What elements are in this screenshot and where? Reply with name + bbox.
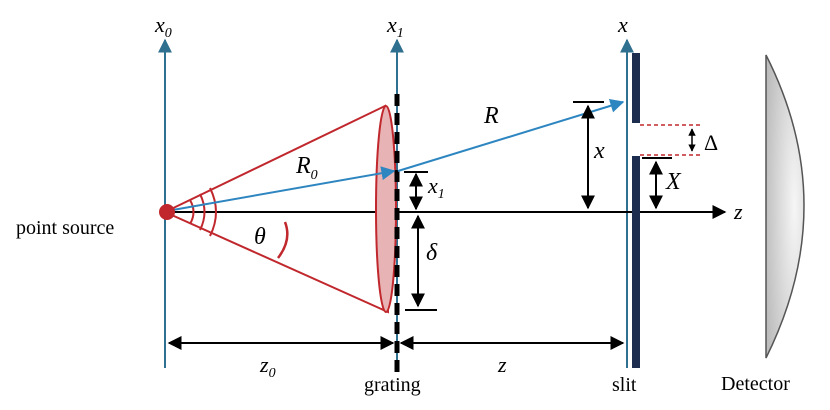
detector-label: Detector: [721, 373, 790, 395]
cone-base-ellipse: [375, 105, 397, 313]
z0-distance-label: z0: [259, 352, 276, 381]
wave-arc-1: [189, 199, 195, 225]
slit-opening-label: Δ: [704, 130, 718, 155]
delta-label: δ: [426, 240, 438, 266]
ray-R: [397, 99, 625, 172]
slit-label: slit: [612, 374, 637, 396]
R0-label: R0: [295, 153, 318, 183]
wave-arc-3: [209, 187, 217, 237]
R-label: R: [483, 103, 499, 129]
x1-marker-label: x1: [427, 173, 445, 202]
X-label: X: [665, 169, 682, 195]
illumination-cone: [162, 104, 390, 314]
grating-label: grating: [364, 374, 421, 396]
point-source-label: point source: [16, 217, 114, 239]
slit-lower-plate: [632, 156, 640, 368]
theta-label: θ: [254, 224, 266, 250]
ray-R0: [166, 166, 396, 212]
wave-arc-2: [199, 193, 206, 231]
slit-upper-plate: [632, 53, 640, 123]
point-source-dot: [159, 204, 175, 220]
x1-axis-label: x1: [386, 12, 404, 41]
x-slit-label: x: [593, 138, 605, 164]
z-axis-label: z: [733, 199, 743, 224]
z-distance-label: z: [497, 352, 507, 377]
x0-axis-label: x0: [154, 12, 172, 41]
detector-shape: [765, 54, 805, 359]
theta-arc: [277, 221, 289, 259]
x-axis-label: x: [617, 12, 628, 37]
